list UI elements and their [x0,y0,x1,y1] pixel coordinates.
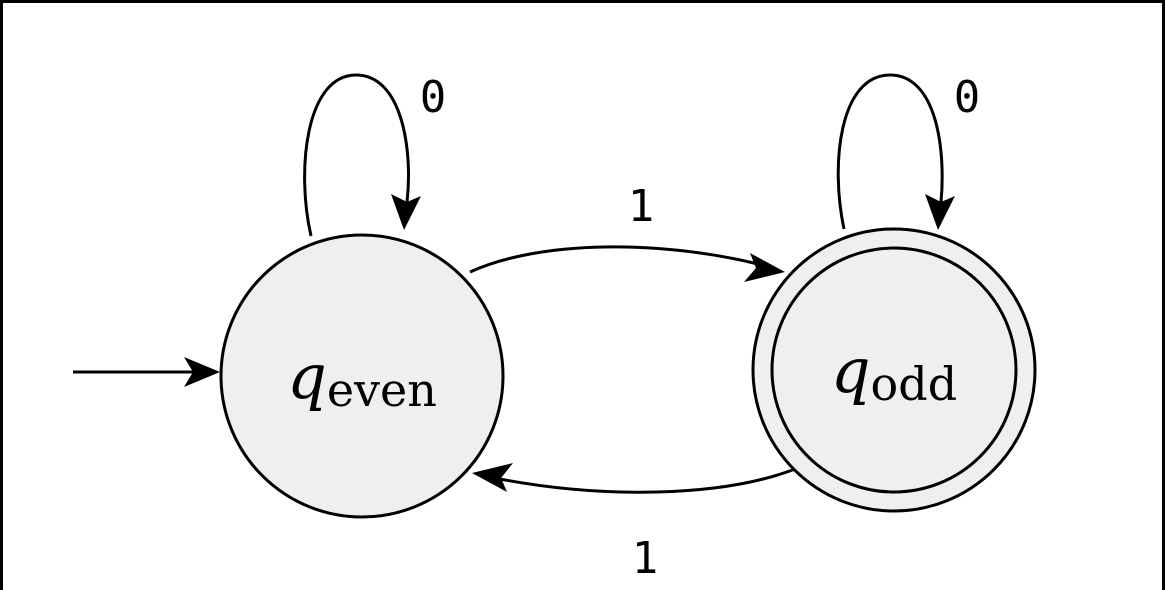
state-q-even-symbol: q [287,340,327,413]
state-q-odd-symbol: q [831,334,871,407]
transition-q-even-to-q-odd [469,245,785,282]
state-q-odd: qodd [751,227,1037,513]
state-q-odd-subscript: odd [871,357,958,411]
self-loop-q-odd [836,73,955,230]
transition-q-odd-to-q-even-label: 1 [632,533,659,584]
state-q-odd-inner-ring [770,246,1018,494]
start-arrow [73,357,220,387]
state-q-even-label: qeven [287,340,437,417]
transition-q-odd-to-q-even [472,463,796,494]
self-loop-q-even [303,73,421,237]
state-q-even-subscript: even [327,363,437,417]
transition-q-even-to-q-odd-label: 1 [628,181,655,232]
state-q-odd-label: qodd [831,334,957,411]
self-loop-q-odd-label: 0 [954,72,981,123]
state-q-even: qeven [219,233,505,519]
self-loop-q-even-label: 0 [420,72,447,123]
